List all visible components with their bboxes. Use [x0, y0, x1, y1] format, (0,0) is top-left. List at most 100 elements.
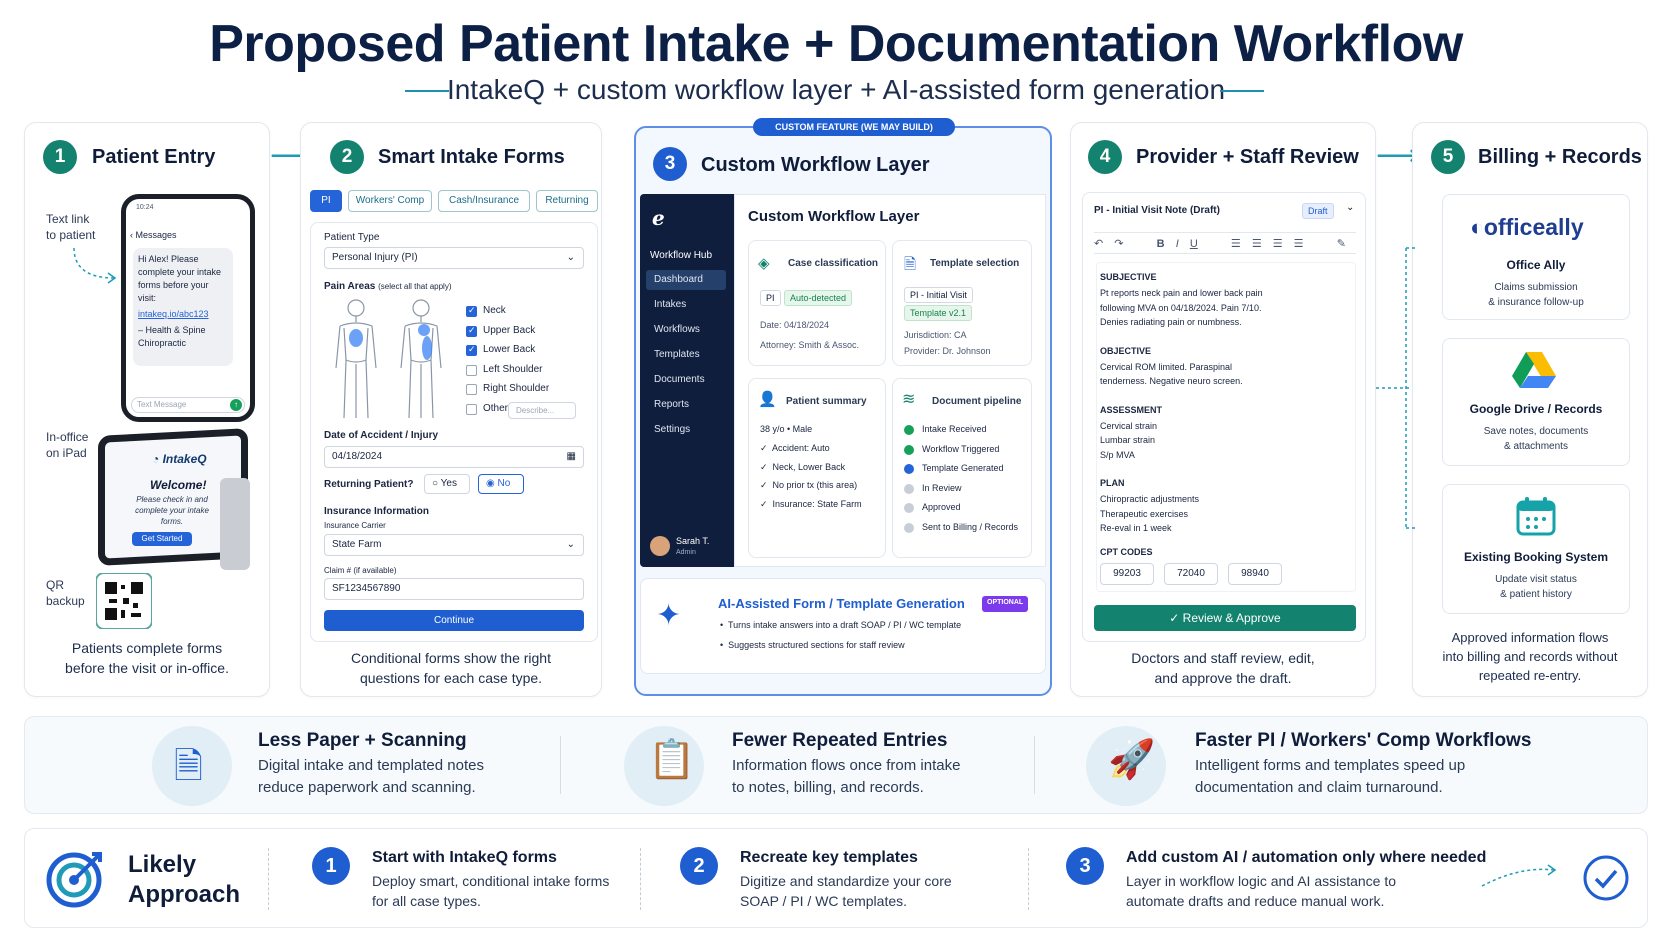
layers-icon: ≋ [902, 391, 916, 408]
case-date: Date: 04/18/2024 [760, 320, 830, 330]
panel-title: Custom Workflow Layer [701, 154, 930, 176]
pipeline-step: Intake Received [922, 424, 987, 434]
user-name: Sarah T. [676, 536, 710, 546]
note-title: PI - Initial Visit Note (Draft) [1094, 205, 1220, 216]
optional-badge: OPTIONAL [982, 596, 1029, 612]
workflow-inner-title: Custom Workflow Layer [748, 208, 920, 225]
sidebar-item-documents[interactable]: Documents [654, 374, 705, 385]
booking-name: Existing Booking System [1463, 550, 1609, 564]
claim-number-input[interactable]: SF1234567890 [324, 578, 584, 600]
panel-title: Provider + Staff Review [1136, 146, 1359, 168]
step-number: 2 [330, 140, 364, 174]
approach-step-number: 2 [680, 847, 718, 885]
sidebar-item-settings[interactable]: Settings [654, 424, 691, 435]
scanner-icon: 🗎 [174, 745, 203, 786]
pain-area-checkbox[interactable] [466, 364, 477, 376]
approach-step-title: Add custom AI / automation only where ne… [1126, 849, 1487, 866]
tab-workers-comp[interactable]: Workers' Comp [348, 190, 432, 212]
cpt-code[interactable]: 99203 [1100, 563, 1154, 585]
pain-area-label: Right Shoulder [483, 383, 550, 394]
note-line: Denies radiating pain or numbness. [1100, 317, 1242, 327]
flow-arrow-icon: ⟶ [1376, 139, 1420, 172]
summary-title: Patient summary [786, 396, 867, 407]
approach-step-number: 3 [1066, 847, 1104, 885]
tab-cash-insurance[interactable]: Cash/Insurance [438, 190, 530, 212]
divider [1034, 736, 1035, 794]
step-number: 5 [1431, 140, 1465, 174]
sms-input[interactable]: Text Message [131, 397, 245, 413]
sidebar-hub-title: Workflow Hub [650, 250, 713, 261]
patient-type-label: Patient Type [324, 232, 380, 243]
pipeline-status-icon [904, 522, 914, 533]
sms-link[interactable]: intakeq.io/abc123 [138, 309, 209, 319]
icon-circle [1086, 726, 1166, 806]
cpt-label: CPT CODES [1100, 547, 1153, 557]
panel-title: Billing + Records [1478, 146, 1642, 168]
note-section-heading: PLAN [1100, 478, 1125, 488]
tab-pi[interactable]: PI [310, 190, 342, 212]
note-body[interactable] [1096, 262, 1356, 592]
office-ally-desc: Claims submission& insurance follow-up [1488, 282, 1584, 308]
ai-bullet: • Turns intake answers into a draft SOAP… [720, 620, 962, 630]
google-drive-desc: Save notes, documents& attachments [1483, 426, 1589, 452]
benefit-desc: Intelligent forms and templates speed up… [1195, 757, 1466, 796]
continue-button[interactable]: Continue [324, 610, 584, 631]
review-approve-button[interactable]: ✓ Review & Approve [1094, 605, 1356, 631]
template-provider: Provider: Dr. Johnson [904, 346, 991, 356]
sidebar-item-reports[interactable]: Reports [654, 399, 690, 410]
pipeline-status-icon [904, 483, 914, 494]
pipeline-status-icon [904, 503, 914, 513]
step-number: 1 [43, 140, 77, 174]
custom-feature-badge: CUSTOM FEATURE (WE MAY BUILD) [753, 118, 955, 136]
note-line: tenderness. Negative neuro screen. [1100, 376, 1243, 386]
approach-step-title: Recreate key templates [740, 849, 918, 866]
note-line: Cervical ROM limited. Paraspinal [1100, 361, 1233, 372]
chevron-down-icon: ⌄ [566, 252, 575, 263]
page-subtitle: IntakeQ + custom workflow layer + AI-ass… [446, 74, 1226, 105]
returning-yes-radio[interactable]: ○ Yes [424, 474, 470, 494]
editor-toolbar[interactable]: ↶ ↷ B I U ☰ ☰ ☰ ☰ ✎ [1094, 232, 1356, 254]
pain-area-label: Left Shoulder [483, 363, 543, 375]
user-role: Admin [676, 549, 696, 556]
cpt-code[interactable]: 98940 [1228, 563, 1282, 585]
approach-step-desc: Layer in workflow logic and AI assistanc… [1126, 873, 1397, 909]
cpt-code[interactable]: 72040 [1164, 563, 1218, 585]
sidebar-item-workflows[interactable]: Workflows [654, 324, 700, 335]
pain-area-checkbox[interactable] [466, 384, 477, 395]
label-text-link: Text link [46, 212, 90, 226]
office-ally-name: Office Ally [1506, 258, 1566, 272]
pipeline-step: Workflow Triggered [922, 443, 1000, 454]
other-describe-input[interactable]: Describe... [508, 402, 576, 419]
insurance-carrier-select[interactable]: State Farm⌄ [324, 534, 584, 556]
returning-no-radio[interactable]: ◉ No [478, 474, 524, 494]
sidebar-item-intakes[interactable]: Intakes [654, 299, 687, 310]
chevron-down-icon: ⌄ [566, 539, 575, 550]
tab-returning[interactable]: Returning [536, 190, 598, 212]
summary-item: ✓ No prior tx (this area) [760, 480, 858, 490]
pain-area-checkbox[interactable] [466, 403, 477, 415]
approach-step-title: Start with IntakeQ forms [372, 849, 557, 866]
send-icon[interactable]: ↑ [230, 399, 242, 411]
sidebar-item-templates[interactable]: Templates [654, 349, 700, 360]
pain-area-checkbox[interactable] [466, 325, 477, 337]
document-pipeline-card [892, 378, 1032, 558]
page-title: Proposed Patient Intake + Documentation … [209, 15, 1463, 73]
rocket-icon: 🚀 [1108, 739, 1156, 781]
icon-circle [152, 726, 232, 806]
intake-form-card [310, 222, 598, 642]
pain-area-checkbox[interactable] [466, 305, 477, 317]
label-backup: backup [46, 594, 85, 608]
check-circle-icon [1583, 855, 1629, 901]
patient-type-select[interactable]: Personal Injury (PI)⌄ [324, 247, 584, 269]
ipad-get-started-button[interactable]: Get Started [132, 532, 192, 546]
ai-assist-card [640, 578, 1046, 674]
sidebar-item-dashboard[interactable]: Dashboard [646, 270, 726, 290]
pain-area-checkbox[interactable] [466, 344, 477, 356]
date-of-accident-input[interactable]: 04/18/2024▦ [324, 446, 584, 468]
pipeline-status-icon [904, 444, 914, 455]
chevron-down-icon[interactable]: ⌄ [1346, 202, 1355, 213]
sms-bubble: Hi Alex! Please complete your intake for… [133, 248, 233, 366]
benefit-title: Fewer Repeated Entries [732, 730, 948, 751]
